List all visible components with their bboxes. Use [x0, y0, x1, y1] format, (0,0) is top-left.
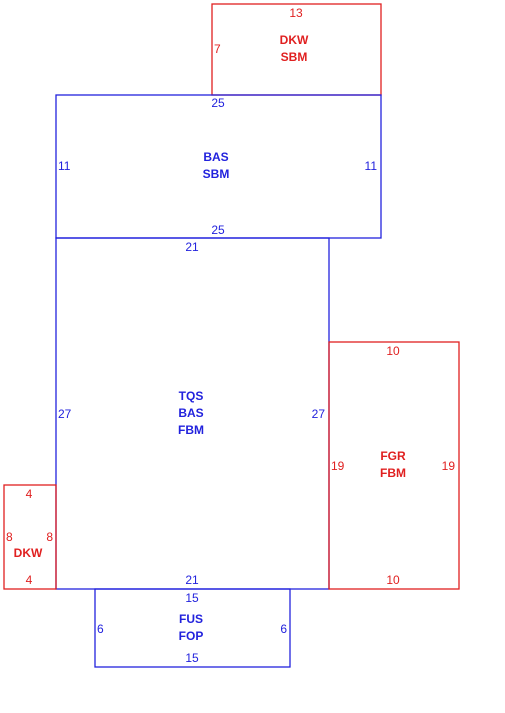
bas-label-1: BAS — [203, 150, 228, 164]
dkw-left-dim-bottom: 4 — [26, 573, 33, 587]
area-dkw-top: 13 7 DKW SBM — [211, 3, 382, 96]
area-bas: 25 25 11 11 BAS SBM — [55, 94, 382, 239]
bas-dim-left: 11 — [58, 159, 71, 173]
dkw-top-dim-top: 13 — [289, 6, 303, 20]
area-fus: 15 15 6 6 FUS FOP — [94, 588, 291, 668]
bas-dim-bottom: 25 — [211, 223, 225, 237]
fus-label-2: FOP — [179, 629, 204, 643]
fus-outline — [94, 588, 291, 668]
area-dkw-left: 4 4 8 8 DKW — [3, 484, 57, 590]
tqs-dim-right: 27 — [312, 407, 326, 421]
fgr-label-2: FBM — [380, 466, 406, 480]
fgr-dim-bottom: 10 — [386, 573, 400, 587]
tqs-label-2: BAS — [178, 406, 203, 420]
fus-dim-top: 15 — [185, 591, 199, 605]
area-tqs: 21 21 27 27 TQS BAS FBM — [55, 237, 330, 590]
bas-dim-right: 11 — [365, 159, 378, 173]
area-fgr: 10 10 19 19 FGR FBM — [328, 341, 460, 590]
dkw-left-dim-right: 8 — [46, 530, 53, 544]
bas-dim-top: 25 — [211, 96, 225, 110]
tqs-dim-left: 27 — [58, 407, 72, 421]
dkw-left-dim-left: 8 — [6, 530, 13, 544]
tqs-dim-bottom: 21 — [185, 573, 199, 587]
dkw-left-dim-top: 4 — [26, 487, 33, 501]
fgr-dim-left: 19 — [331, 459, 345, 473]
dkw-left-label-1: DKW — [14, 546, 43, 560]
dkw-top-label-2: SBM — [281, 50, 308, 64]
dkw-top-dim-left: 7 — [214, 42, 221, 56]
fus-dim-left: 6 — [97, 622, 104, 636]
bas-label-2: SBM — [203, 167, 230, 181]
fus-label-1: FUS — [179, 612, 203, 626]
tqs-label-1: TQS — [179, 389, 204, 403]
tqs-dim-top: 21 — [185, 240, 199, 254]
fgr-dim-top: 10 — [386, 344, 400, 358]
fgr-outline — [328, 341, 460, 590]
dkw-top-label-1: DKW — [280, 33, 309, 47]
fus-dim-bottom: 15 — [185, 651, 199, 665]
fgr-label-1: FGR — [380, 449, 406, 463]
dkw-left-outline — [3, 484, 57, 590]
fus-dim-right: 6 — [280, 622, 287, 636]
fgr-dim-right: 19 — [442, 459, 456, 473]
tqs-label-3: FBM — [178, 423, 204, 437]
